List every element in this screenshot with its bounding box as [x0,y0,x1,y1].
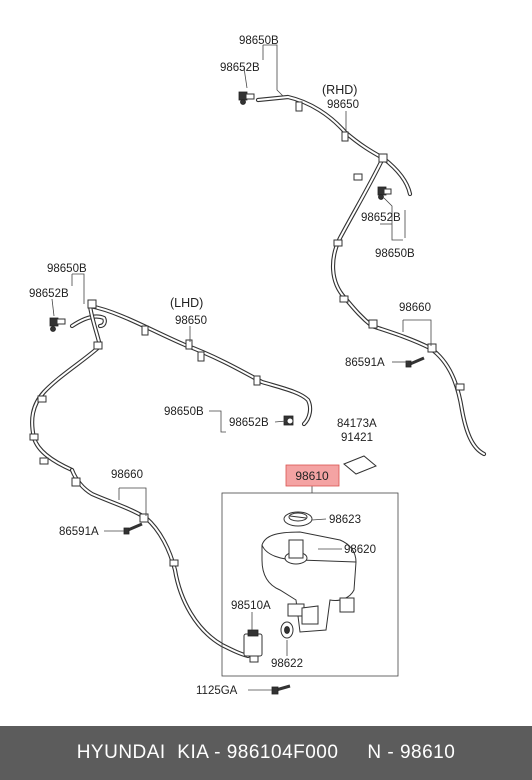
hose-clip [368,319,378,329]
hose-clip [197,351,205,362]
label-98652B-rhd: 98652B [361,212,401,224]
hose-clip [427,343,437,353]
label-84173A: 84173A [337,418,377,430]
label-98652B-lhd-bottom: 98652B [229,417,269,429]
label-1125GA: 1125GA [196,685,238,697]
washer-reservoir [243,511,357,695]
label-98660-rhd: 98660 [399,302,431,314]
hose-clip [378,153,388,163]
hose-clip [139,513,149,523]
label-86591A-lhd: 86591A [59,526,99,538]
bolt-icon [405,356,425,368]
label-86591A-rhd: 86591A [345,357,385,369]
label-98650B-lhd-bottom: 98650B [164,406,204,418]
hose-clip [71,477,81,487]
hose-clip [87,299,97,309]
label-98650-lhd: 98650 [175,315,207,327]
label-98652B-lhd: 98652B [29,288,69,300]
hose-clip [295,101,303,112]
hose-clip [169,559,179,567]
highlight-box-98610 [285,464,340,487]
hose-clip [341,131,349,142]
leader-lines [51,44,432,691]
pump-grommet [280,621,294,639]
reservoir-callout-box [221,492,399,677]
washer-nozzle [49,317,66,332]
hose-clip [353,173,363,181]
label-98620: 98620 [344,544,376,556]
hose-clip [29,433,39,441]
part-labels: 98650B 98652B (RHD) 98650 98652B 98650B … [29,35,431,697]
hose-clip [339,295,349,303]
label-98622: 98622 [271,658,303,670]
label-98610: 98610 [295,469,329,483]
bolt-icon [123,522,143,535]
hose-clip [333,239,343,247]
hose-clip [37,395,47,403]
washer-nozzle [377,186,392,200]
hose-clip [93,341,103,350]
bolt-icon [271,684,291,695]
label-98650B-rhd: 98650B [375,248,415,260]
label-98650B-top: 98650B [239,35,279,47]
hose-clip [39,457,49,465]
washer-nozzle [238,91,255,105]
washer-nozzle [283,415,294,426]
label-98650B-lhd: 98650B [47,263,87,275]
label-91421: 91421 [341,432,373,444]
washer-pump [243,629,263,663]
label-lhd: (LHD) [170,296,203,310]
label-98650-rhd: 98650 [327,99,359,111]
rhd-hose-assembly [238,91,487,457]
label-sticker [343,455,377,475]
lhd-hose-assembly [29,299,313,659]
hose-clip [185,339,193,350]
label-98510A: 98510A [231,600,271,612]
label-98623: 98623 [329,514,361,526]
footer-bar: HYUNDAI KIA - 986104F000 N - 98610 [0,726,532,780]
parts-diagram: 98650B 98652B (RHD) 98650 98652B 98650B … [29,35,487,697]
label-98652B-top: 98652B [220,62,260,74]
hose-clip [455,383,465,391]
hose-clip [253,375,261,386]
label-rhd: (RHD) [322,83,357,97]
hose-clip [141,325,149,336]
footer-part-number: HYUNDAI KIA - 986104F000 N - 98610 [76,742,456,763]
label-98660-lhd: 98660 [111,469,143,481]
